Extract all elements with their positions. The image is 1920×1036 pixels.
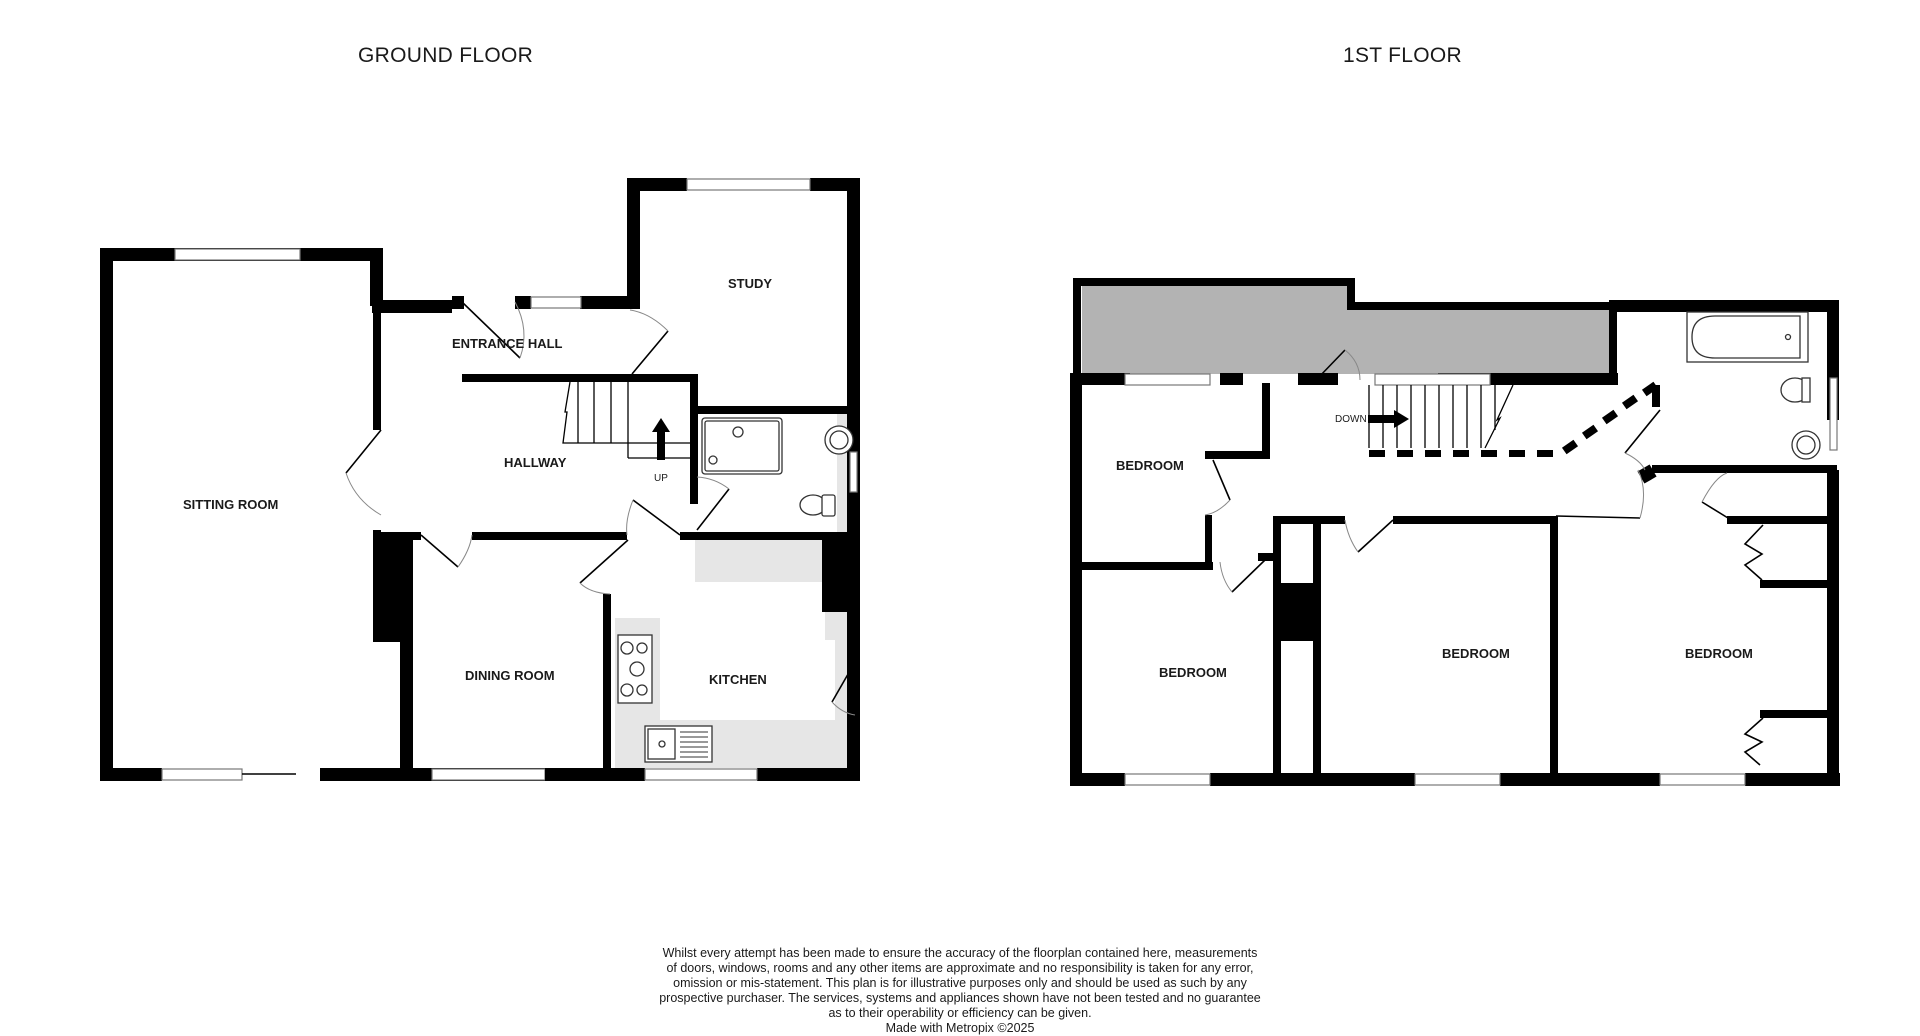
down-arrow-icon	[1368, 410, 1409, 428]
ground-floor-plan: UP	[100, 178, 860, 781]
room-label-bedroom-3: BEDROOM	[1442, 646, 1510, 661]
ground-floor-title: GROUND FLOOR	[358, 44, 534, 67]
bathroom-walls	[1637, 385, 1837, 484]
wc-basin-icon	[824, 425, 854, 455]
credit-line: Made with Metropix ©2025	[885, 1021, 1035, 1035]
sitting-room-walls	[100, 248, 615, 781]
sitting-room-window	[174, 248, 301, 261]
bedroom-4-window	[1659, 773, 1746, 786]
ground-floor-doors	[345, 301, 856, 716]
kitchen-window	[644, 768, 758, 781]
first-floor-walls	[1070, 278, 1840, 786]
first-floor-title: 1ST FLOOR	[1343, 44, 1463, 67]
bedroom-3-window	[1414, 773, 1501, 786]
disclaimer-line: omission or mis-statement. This plan is …	[673, 976, 1247, 990]
bath-icon	[1686, 311, 1809, 363]
landing-window	[1374, 373, 1491, 386]
bathroom-toilet-icon	[1780, 377, 1811, 403]
up-arrow-icon	[652, 418, 670, 460]
hob-icon	[617, 634, 653, 704]
stairs-up-label: UP	[654, 473, 668, 484]
disclaimer-line: prospective purchaser. The services, sys…	[659, 991, 1261, 1005]
bedroom-1-walls	[1080, 383, 1274, 570]
kitchen-walls	[545, 540, 860, 781]
room-label-study: STUDY	[728, 276, 772, 291]
disclaimer-line: Whilst every attempt has been made to en…	[662, 946, 1258, 960]
entrance-hall-window	[530, 296, 582, 309]
bedroom-1-window	[1124, 373, 1211, 386]
hallway-walls	[381, 296, 860, 540]
wc-window	[849, 451, 858, 493]
stair-balustrade-dashed	[1369, 381, 1659, 457]
first-floor-plan: DOWN BEDROOM BEDROOM BEDROOM BEDROOM	[1070, 278, 1840, 786]
room-label-bedroom-2: BEDROOM	[1159, 665, 1227, 680]
bathroom-window	[1829, 377, 1838, 451]
shower-tray-icon	[701, 417, 783, 475]
ground-floor-staircase	[562, 381, 690, 459]
landing-cupboard-walls	[1273, 516, 1558, 776]
bedroom-4-wardrobe-walls	[1727, 516, 1832, 766]
room-label-dining-room: DINING ROOM	[465, 668, 555, 683]
dining-room-walls	[405, 532, 611, 772]
room-label-bedroom-4: BEDROOM	[1685, 646, 1753, 661]
stairs-down-label: DOWN	[1335, 414, 1367, 425]
bathroom-basin-icon	[1791, 430, 1821, 460]
room-label-entrance-hall: ENTRANCE HALL	[452, 336, 563, 351]
room-label-sitting-room: SITTING ROOM	[183, 497, 278, 512]
room-label-kitchen: KITCHEN	[709, 672, 767, 687]
bedroom-2-window	[1124, 773, 1211, 786]
disclaimer: Whilst every attempt has been made to en…	[600, 946, 1320, 1036]
kitchen-sink-icon	[644, 725, 713, 763]
disclaimer-line: as to their operability or efficiency ca…	[828, 1006, 1092, 1020]
study-window	[686, 178, 811, 191]
sitting-room-patio-door	[161, 768, 296, 781]
dining-room-window	[431, 768, 546, 781]
disclaimer-line: of doors, windows, rooms and any other i…	[666, 961, 1254, 975]
toilet-icon	[799, 494, 836, 517]
room-label-hallway: HALLWAY	[504, 455, 567, 470]
room-label-bedroom-1: BEDROOM	[1116, 458, 1184, 473]
first-floor-doors	[1204, 349, 1729, 593]
